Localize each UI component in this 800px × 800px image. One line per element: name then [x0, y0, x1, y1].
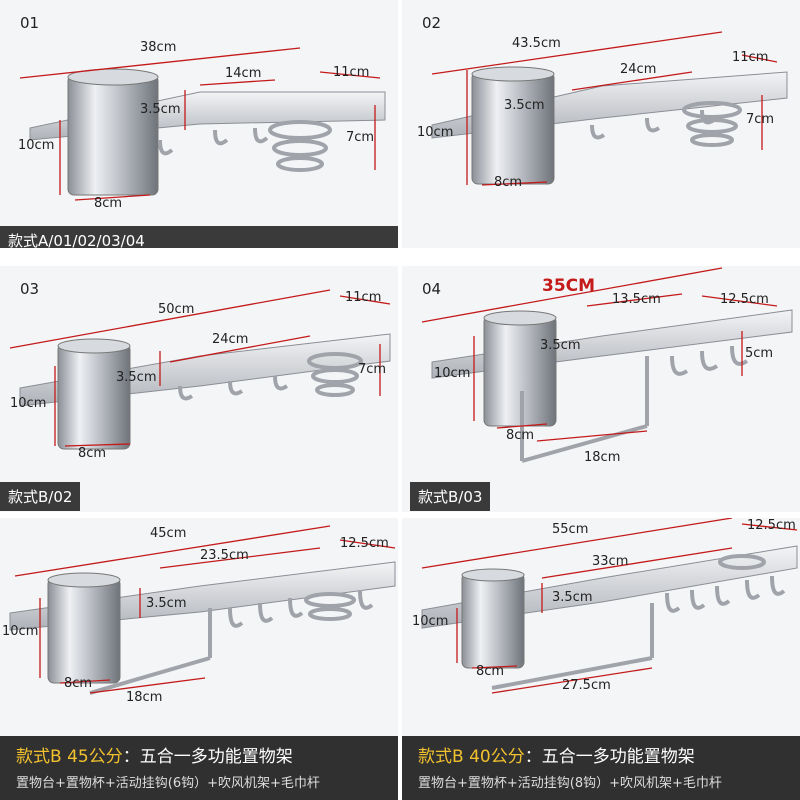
product-image-01: 01 38cm 14cm 11cm 3.5cm 10cm 7cm 8cm 款式A…	[0, 0, 398, 248]
dimension-label: 8cm	[94, 196, 123, 211]
product-image-b03: 55cm 33cm 12.5cm 3.5cm 10cm 8cm 27.5cm	[402, 518, 800, 736]
dimension-label: 35CM	[542, 276, 596, 296]
dimension-label: 10cm	[412, 614, 449, 629]
product-title: 款式B 40公分：五合一多功能置物架	[418, 742, 695, 767]
dimension-label: 24cm	[212, 332, 249, 347]
product-variant: 款式B 40公分	[418, 747, 525, 767]
panel-number: 01	[20, 14, 40, 32]
style-caption: 款式A/01/02/03/04	[0, 226, 398, 248]
dimension-label: 55cm	[552, 522, 589, 537]
rack-illustration	[9, 289, 391, 450]
dimension-label: 12.5cm	[720, 292, 769, 307]
dimension-label: 10cm	[10, 396, 47, 411]
dimension-label: 14cm	[225, 66, 262, 81]
product-title-bar: 款式B 40公分：五合一多功能置物架 置物台+置物杯+活动挂钩(8钩）+吹风机架…	[402, 736, 800, 800]
dimension-label: 13.5cm	[612, 292, 661, 307]
dimension-label: 8cm	[78, 446, 107, 461]
product-name: ：五合一多功能置物架	[524, 747, 695, 767]
dimension-label: 23.5cm	[200, 548, 249, 563]
product-components: 置物台+置物杯+活动挂钩(8钩）+吹风机架+毛巾杆	[418, 776, 722, 791]
product-image-03: 03 50cm 24cm 11cm 3.5cm 10cm 7cm 8cm 款式B…	[0, 266, 398, 512]
product-components: 置物台+置物杯+活动挂钩(6钩）+吹风机架+毛巾杆	[16, 776, 320, 791]
product-title: 款式B 45公分：五合一多功能置物架	[16, 742, 293, 767]
rack-illustration	[421, 518, 798, 694]
rack-illustration	[19, 47, 386, 201]
style-caption: 款式B/02	[0, 482, 81, 511]
product-title-bar: 款式B 45公分：五合一多功能置物架 置物台+置物杯+活动挂钩(6钩）+吹风机架…	[0, 736, 398, 800]
rack-illustration	[431, 31, 788, 186]
dimension-label: 11cm	[333, 65, 370, 80]
dimension-label: 10cm	[2, 624, 39, 639]
dimension-label: 3.5cm	[504, 98, 545, 113]
panel-number: 02	[422, 14, 442, 32]
dimension-label: 12.5cm	[747, 518, 796, 533]
dimension-label: 10cm	[417, 125, 454, 140]
dimension-label: 24cm	[620, 62, 657, 77]
dimension-label: 45cm	[150, 526, 187, 541]
dimension-label: 5cm	[745, 346, 774, 361]
dimension-label: 18cm	[126, 690, 163, 705]
dimension-label: 18cm	[584, 450, 621, 465]
dimension-label: 3.5cm	[540, 338, 581, 353]
dimension-label: 12.5cm	[340, 536, 389, 551]
dimension-label: 10cm	[434, 366, 471, 381]
dimension-label: 38cm	[140, 40, 177, 55]
dimension-label: 7cm	[346, 130, 375, 145]
dimension-label: 8cm	[506, 428, 535, 443]
panel-number: 03	[20, 280, 40, 298]
dimension-label: 10cm	[18, 138, 55, 153]
dimension-label: 3.5cm	[140, 102, 181, 117]
dimension-label: 50cm	[158, 302, 195, 317]
rack-illustration	[421, 267, 793, 463]
dimension-label: 3.5cm	[552, 590, 593, 605]
product-image-02: 02 43.5cm 24cm 11cm 3.5cm 10cm 7cm 8cm	[402, 0, 800, 248]
dimension-label: 11cm	[345, 290, 382, 305]
product-image-b02: 45cm 23.5cm 12.5cm 3.5cm 10cm 8cm 18cm	[0, 518, 398, 736]
rack-illustration	[9, 525, 396, 695]
dimension-label: 8cm	[494, 175, 523, 190]
dimension-label: 43.5cm	[512, 36, 561, 51]
panel-number: 04	[422, 280, 442, 298]
dimension-label: 7cm	[358, 362, 387, 377]
style-caption: 款式B/03	[410, 482, 491, 511]
dimension-label: 3.5cm	[116, 370, 157, 385]
dimension-label: 27.5cm	[562, 678, 611, 693]
dimension-label: 3.5cm	[146, 596, 187, 611]
product-variant: 款式B 45公分	[16, 747, 123, 767]
product-image-04: 04 35CM 13.5cm 12.5cm 3.5cm 10cm 5cm 8cm…	[402, 266, 800, 512]
product-name: ：五合一多功能置物架	[122, 747, 293, 767]
dimension-label: 7cm	[746, 112, 775, 127]
dimension-label: 8cm	[476, 664, 505, 679]
dimension-label: 11cm	[732, 50, 769, 65]
dimension-label: 33cm	[592, 554, 629, 569]
dimension-label: 8cm	[64, 676, 93, 691]
